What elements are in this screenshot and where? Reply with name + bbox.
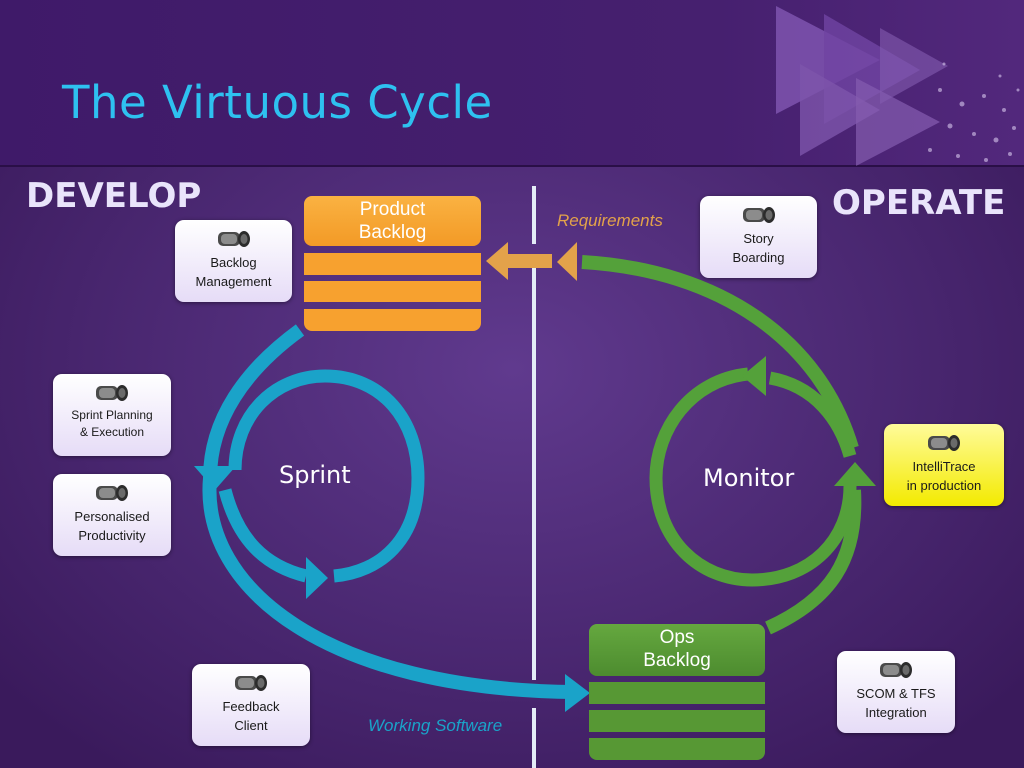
sprint-cycle <box>194 324 590 712</box>
video-camera-icon <box>928 435 960 451</box>
sprint-label: Sprint <box>279 461 351 489</box>
scom-tfs-card[interactable]: SCOM & TFS Integration <box>837 651 955 733</box>
product-backlog-stack <box>304 196 481 331</box>
personalised-productivity-line2: Productivity <box>78 528 146 543</box>
sprint-planning-card[interactable]: Sprint Planning & Execution <box>53 374 171 456</box>
develop-label: DEVELOP <box>26 176 202 216</box>
product-backlog-line1: Product <box>359 199 426 220</box>
sprint-arrowhead-right <box>306 557 328 599</box>
sprint-planning-line1: Sprint Planning <box>71 408 153 422</box>
ops-backlog-line2: Backlog <box>643 650 711 671</box>
scom-tfs-line2: Integration <box>865 705 927 720</box>
story-boarding-line2: Boarding <box>732 250 785 265</box>
intellitrace-line2: in production <box>906 478 982 493</box>
operate-label: OPERATE <box>832 183 1006 223</box>
story-boarding-card[interactable]: Story Boarding <box>700 196 817 278</box>
working-software-arrowhead <box>565 674 590 712</box>
ops-backlog-stack <box>589 624 765 760</box>
requirements-label: Requirements <box>557 211 663 230</box>
slide-title: The Virtuous Cycle <box>62 76 493 129</box>
video-camera-icon <box>217 231 250 247</box>
header-band <box>0 0 1024 166</box>
video-camera-icon <box>880 662 912 678</box>
personalised-productivity-line1: Personalised <box>74 509 150 524</box>
backlog-management-line1: Backlog <box>210 255 257 270</box>
video-camera-icon <box>96 485 128 501</box>
story-boarding-line1: Story <box>743 231 774 246</box>
video-camera-icon <box>96 385 128 401</box>
product-backlog-line2: Backlog <box>358 222 427 243</box>
ops-backlog-title: Ops Backlog <box>589 626 765 672</box>
video-camera-icon <box>235 675 267 691</box>
sprint-planning-line2: & Execution <box>79 425 145 439</box>
intellitrace-line1: IntelliTrace <box>912 459 976 474</box>
sprint-arrowhead-down <box>194 466 236 490</box>
backlog-management-card[interactable]: Backlog Management <box>175 220 292 302</box>
monitor-arrowhead-left <box>742 356 766 396</box>
personalised-productivity-card[interactable]: Personalised Productivity <box>53 474 171 556</box>
monitor-cycle <box>581 255 876 635</box>
backlog-management-line2: Management <box>195 274 272 289</box>
play-triangles-icon <box>776 6 948 166</box>
feedback-client-card[interactable]: Feedback Client <box>192 664 310 746</box>
product-backlog-title: Product Backlog <box>304 198 481 244</box>
feedback-client-line2: Client <box>234 718 268 733</box>
feedback-client-line1: Feedback <box>222 699 280 714</box>
scom-tfs-line1: SCOM & TFS <box>856 686 936 701</box>
sparkle-dots <box>928 62 1020 162</box>
intellitrace-card[interactable]: IntelliTrace in production <box>884 424 1004 506</box>
ops-backlog-line1: Ops <box>659 627 695 648</box>
video-camera-icon <box>742 207 775 223</box>
monitor-label: Monitor <box>703 464 795 492</box>
working-software-label: Working Software <box>368 716 503 735</box>
monitor-arrowhead-up <box>834 462 876 486</box>
requirements-arrow <box>486 242 577 281</box>
